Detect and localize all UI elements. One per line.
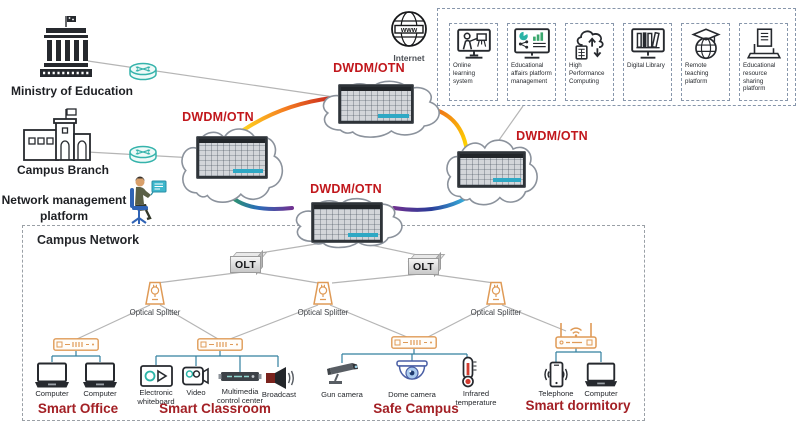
router-icon-ministry (129, 62, 157, 81)
service-card-resource-sharing: Educational resource sharing platform (739, 23, 788, 101)
video-camera-icon (182, 366, 209, 386)
device-label: Computer (584, 389, 618, 398)
optical-splitter-icon-left (145, 281, 165, 305)
service-label: Online learning system (453, 62, 476, 85)
analytics-monitor-icon (513, 28, 550, 59)
zone-label-smart-office: Smart Office (37, 401, 119, 416)
optical-splitter-label: Optical Splitter (297, 308, 349, 317)
onu-switch-classroom (197, 338, 243, 351)
service-card-remote-teaching: Remote teaching platform (681, 23, 730, 101)
device-label: Gun camera (321, 390, 363, 399)
internet-label: Internet (393, 53, 425, 63)
infrared-thermometer-icon (462, 356, 477, 388)
ring-segment-left-top (240, 96, 334, 133)
www-text: www (400, 27, 418, 34)
gun-camera-icon (327, 363, 358, 384)
wifi-router-dormitory (555, 323, 597, 349)
dome-camera-icon (396, 360, 428, 380)
cloud-computing-icon (574, 30, 604, 60)
service-label: Digital Library (627, 62, 665, 69)
dwdm-label-right: DWDM/OTN (516, 129, 588, 143)
campus-network-title: Campus Network (37, 233, 140, 247)
onu-switch-office (53, 338, 99, 351)
service-card-hpc: High Performance Computing (565, 23, 614, 101)
device-label: Multimedia control center (216, 387, 263, 405)
document-laptop-icon (746, 28, 781, 59)
olt-node-right: OLT (407, 251, 446, 278)
olt-label: OLT (230, 256, 261, 273)
ministry-building-icon (40, 16, 92, 77)
device-label: Telephone (538, 389, 574, 398)
gray-links (76, 60, 567, 340)
service-card-educational-affairs: Educational affairs platform management (507, 23, 556, 101)
dwdm-label-top: DWDM/OTN (333, 61, 405, 75)
onu-switch-safecampus (391, 336, 437, 349)
otn-equipment-top (338, 84, 414, 124)
zone-label-smart-dormitory: Smart dormitory (525, 398, 631, 413)
device-label: Broadcast (261, 390, 297, 399)
laptop-icon (83, 362, 117, 388)
device-label: Electronic whiteboard (137, 388, 175, 406)
campus-branch-building-icon (23, 108, 91, 161)
service-label: Educational affairs platform management (511, 62, 552, 85)
dwdm-label-left: DWDM/OTN (182, 110, 254, 124)
device-label: Infrared temperature (455, 389, 497, 407)
optical-splitter-icon-middle (313, 281, 333, 305)
optical-splitter-icon-right (486, 281, 506, 305)
service-card-digital-library: Digital Library (623, 23, 672, 101)
internet-globe-icon: www (391, 11, 427, 47)
service-label: Remote teaching platform (685, 62, 709, 85)
globe-graduation-icon (690, 28, 721, 60)
network-admin-person-icon (130, 176, 167, 224)
electronic-whiteboard-icon (140, 365, 173, 387)
olt-node-left: OLT (229, 249, 268, 276)
dwdm-label-bottom: DWDM/OTN (310, 182, 382, 196)
router-icon-branch (129, 145, 157, 164)
network-management-label: Network management platform (1, 193, 127, 223)
laptop-icon (584, 362, 618, 387)
zone-label-smart-classroom: Smart Classroom (159, 401, 271, 416)
ministry-label: Ministry of Education (10, 84, 133, 98)
optical-splitter-label: Optical Splitter (470, 308, 522, 317)
device-label: Computer (35, 389, 69, 398)
internet-services-panel: Online learning system Educational affai… (437, 8, 796, 106)
service-label: Educational resource sharing platform (743, 62, 776, 93)
olt-label: OLT (408, 258, 439, 275)
presenter-monitor-icon (456, 28, 491, 59)
telephone-icon (544, 361, 568, 388)
device-label: Dome camera (388, 390, 436, 399)
broadcast-speaker-icon (266, 367, 294, 389)
device-label: Computer (83, 389, 117, 398)
laptop-icon (35, 362, 69, 388)
multimedia-control-center-icon (218, 372, 262, 381)
otn-equipment-right (457, 151, 526, 188)
service-card-online-learning: Online learning system (449, 23, 498, 101)
zone-label-safe-campus: Safe Campus (373, 401, 459, 416)
zone-lan-lines (51, 348, 602, 372)
service-label: High Performance Computing (569, 62, 605, 85)
otn-equipment-bottom (311, 202, 383, 243)
library-monitor-icon (630, 28, 665, 59)
device-label: Video (186, 388, 206, 397)
otn-equipment-left (196, 136, 268, 179)
campus-branch-label: Campus Branch (16, 163, 110, 177)
optical-splitter-label: Optical Splitter (129, 308, 181, 317)
